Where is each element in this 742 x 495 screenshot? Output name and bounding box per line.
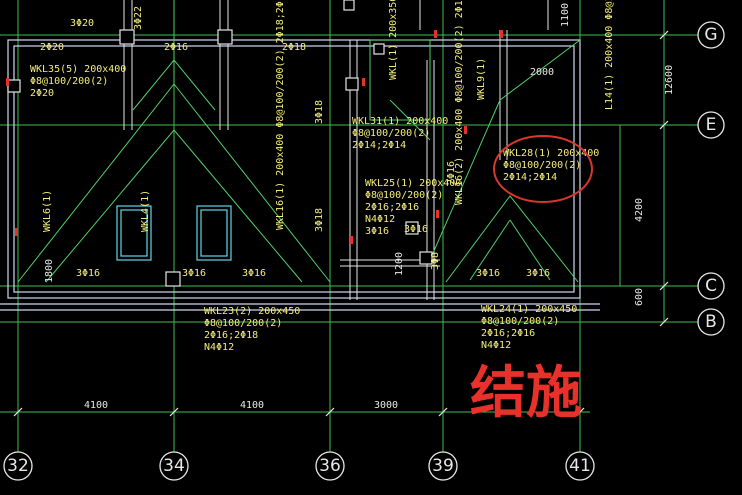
building-outline [0, 39, 600, 311]
svg-text:3Φ16: 3Φ16 [182, 268, 206, 279]
svg-text:Φ8@100/200(2): Φ8@100/200(2) [481, 316, 559, 327]
svg-text:2Φ16: 2Φ16 [164, 42, 188, 53]
beam-annotations: WKL35(5) 200x400 Φ8@100/200(2) 2Φ20 WKL3… [30, 0, 615, 353]
axis-bubble-39: 39 [428, 451, 458, 481]
svg-text:3Φ8: 3Φ8 [430, 252, 441, 270]
beam-label-l14: L14(1) 200x400 Φ8@100/200(2) 2Φ12;2Φ25 [604, 0, 615, 110]
svg-text:G: G [704, 25, 717, 45]
svg-text:WKL25(1) 200x400: WKL25(1) 200x400 [365, 178, 461, 189]
svg-text:Φ8@100/200(2): Φ8@100/200(2) [352, 128, 430, 139]
axis-bubble-C: C [697, 272, 725, 300]
svg-text:WKL24(1) 200x450: WKL24(1) 200x450 [481, 304, 577, 315]
dim-1100: 1100 [560, 3, 571, 27]
beam-label-wkl4: WKL4(1) [140, 190, 151, 232]
svg-text:36: 36 [319, 456, 341, 476]
columns [7, 0, 433, 287]
skylights [116, 205, 232, 261]
svg-text:C: C [705, 276, 717, 296]
svg-text:3Φ16: 3Φ16 [242, 268, 266, 279]
axis-bubble-34: 34 [159, 451, 189, 481]
beam-label-wkl9: WKL9(1) [476, 58, 487, 100]
svg-text:2Φ16;2Φ16: 2Φ16;2Φ16 [365, 202, 419, 213]
beam-label-wkl24: WKL24(1) 200x450 Φ8@100/200(2) 2Φ16;2Φ16… [481, 304, 577, 351]
dimension-ticks [13, 30, 669, 417]
beam-label-wkl28: WKL28(1) 200x400 Φ8@100/200(2) 2Φ14;2Φ14 [503, 148, 599, 183]
axis-bubbles-bottom: 32 34 36 39 41 [3, 451, 595, 481]
axis-bubble-E: E [697, 111, 725, 139]
dim-4200: 4200 [634, 198, 645, 222]
svg-text:N4Φ12: N4Φ12 [204, 342, 234, 353]
svg-text:Φ8@100/200(2): Φ8@100/200(2) [204, 318, 282, 329]
svg-text:N4Φ12: N4Φ12 [365, 214, 395, 225]
svg-text:Φ8@100/200(2): Φ8@100/200(2) [30, 76, 108, 87]
axis-bubble-G: G [697, 21, 725, 49]
svg-text:3Φ16: 3Φ16 [76, 268, 100, 279]
svg-text:3Φ16: 3Φ16 [365, 226, 389, 237]
section-marks [6, 30, 503, 244]
axis-bubble-32: 32 [3, 451, 33, 481]
dimension-texts: 4100 4100 3000 2000 12600 4200 600 1800 … [44, 3, 675, 411]
dim-12600: 12600 [664, 65, 675, 95]
svg-text:3Φ16: 3Φ16 [476, 268, 500, 279]
beam-label-wkl31: WKL31(1) 200x400 Φ8@100/200(2) 2Φ14;2Φ14 [352, 116, 448, 151]
beam-label-wkl23: WKL23(2) 200x450 Φ8@100/200(2) 2Φ16;2Φ18… [204, 306, 300, 353]
svg-text:3Φ16: 3Φ16 [526, 268, 550, 279]
axis-bubble-41: 41 [565, 451, 595, 481]
roof-hip-lines [17, 0, 581, 283]
axis-bubbles-right: G E C B [697, 21, 725, 336]
svg-text:Φ8@100/200(2): Φ8@100/200(2) [503, 160, 581, 171]
svg-text:WKL35(5) 200x400: WKL35(5) 200x400 [30, 64, 126, 75]
dim-1800: 1800 [44, 259, 55, 283]
svg-text:WKL23(2) 200x450: WKL23(2) 200x450 [204, 306, 300, 317]
svg-text:3Φ16: 3Φ16 [404, 224, 428, 235]
svg-text:WKL28(1) 200x400: WKL28(1) 200x400 [503, 148, 599, 159]
beam-label-wkl35: WKL35(5) 200x400 Φ8@100/200(2) 2Φ20 [30, 64, 126, 99]
dim-3000: 3000 [374, 400, 398, 411]
svg-text:WKL31(1) 200x400: WKL31(1) 200x400 [352, 116, 448, 127]
svg-text:Φ8@100/200(2): Φ8@100/200(2) [365, 190, 443, 201]
svg-text:2Φ20: 2Φ20 [30, 88, 54, 99]
axis-bubble-B: B [697, 308, 725, 336]
svg-text:N4Φ12: N4Φ12 [481, 340, 511, 351]
rebar-marks: 3Φ20 2Φ20 2Φ16 2Φ18 3Φ18 3Φ18 3Φ16 3Φ16 … [40, 6, 550, 279]
svg-text:32: 32 [7, 456, 29, 476]
svg-text:2Φ16;2Φ18: 2Φ16;2Φ18 [204, 330, 258, 341]
dim-1200: 1200 [394, 252, 405, 276]
svg-text:2Φ16: 2Φ16 [446, 161, 457, 185]
svg-text:39: 39 [432, 456, 454, 476]
axis-bubble-36: 36 [315, 451, 345, 481]
highlight-circle-wkl28 [493, 135, 593, 203]
svg-text:2Φ14;2Φ14: 2Φ14;2Φ14 [503, 172, 557, 183]
svg-text:B: B [705, 312, 717, 332]
svg-text:2Φ16;2Φ16: 2Φ16;2Φ16 [481, 328, 535, 339]
dim-4100-a: 4100 [84, 400, 108, 411]
drawing-type-stamp: 结施 [470, 361, 582, 426]
dim-600: 600 [634, 288, 645, 306]
beam-label-wkl16b: WKL16(2) 200x400 Φ8@100/200(2) 2Φ16 [454, 0, 465, 205]
svg-text:E: E [706, 115, 717, 135]
dim-2000: 2000 [530, 67, 554, 78]
svg-text:2Φ18: 2Φ18 [282, 42, 306, 53]
svg-text:3Φ20: 3Φ20 [70, 18, 94, 29]
beam-label-wkl16: WKL16(1) 200x400 Φ8@100/200(2) 2Φ18;2Φ18 [275, 0, 286, 230]
svg-text:2Φ20: 2Φ20 [40, 42, 64, 53]
svg-text:2Φ14;2Φ14: 2Φ14;2Φ14 [352, 140, 406, 151]
svg-text:3Φ18: 3Φ18 [314, 100, 325, 124]
beam-label-wkl25: WKL25(1) 200x400 Φ8@100/200(2) 2Φ16;2Φ16… [365, 178, 461, 237]
beam-label-wkl-mid: WKL(1) 200x350 [388, 0, 399, 80]
svg-text:41: 41 [569, 456, 591, 476]
svg-text:34: 34 [163, 456, 185, 476]
svg-text:3Φ18: 3Φ18 [314, 208, 325, 232]
dim-4100-b: 4100 [240, 400, 264, 411]
beam-label-wkl6: WKL6(1) [42, 190, 53, 232]
svg-text:3Φ22: 3Φ22 [133, 6, 144, 30]
